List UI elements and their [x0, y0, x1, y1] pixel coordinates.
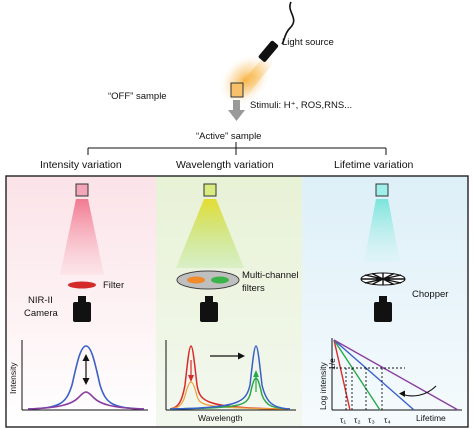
filter-label: Filter [103, 280, 124, 291]
red-peak-curve [169, 345, 291, 410]
tau1-label: τ₁ [340, 415, 346, 425]
lifetime-title: Lifetime variation [334, 159, 414, 171]
branch-connector [87, 142, 387, 155]
red-filter-icon [68, 281, 96, 289]
intensity-sample [75, 183, 89, 197]
wavelength-sample [203, 183, 217, 197]
low-intensity-curve [27, 391, 145, 410]
wavelength-xlabel: Wavelength [198, 413, 243, 423]
tau2-decay [333, 339, 381, 411]
lifetime-beam [364, 199, 400, 262]
chopper-icon [360, 272, 406, 286]
intensity-title: Intensity variation [40, 159, 122, 171]
active-sample-label: “Active” sample [196, 131, 261, 142]
intensity-chart [21, 340, 148, 411]
intensity-beam [60, 199, 104, 275]
stimuli-arrow [228, 100, 245, 121]
wavelength-camera-icon [200, 296, 218, 322]
light-source-label: Light source [282, 37, 334, 48]
lifetime-ylabel-line2: 1/e [327, 358, 337, 370]
camera-label-line2: Camera [24, 308, 59, 319]
wavelength-title: Wavelength variation [176, 159, 274, 171]
lifetime-chart [331, 338, 462, 412]
wavelength-beam [176, 199, 244, 268]
filters-label-line1: Multi-channel [242, 270, 299, 281]
panels-frame [5, 175, 469, 428]
stimuli-label: Stimuli: H⁺, ROS,RNS... [250, 100, 352, 111]
off-sample-icon [230, 82, 244, 98]
tau3-decay [333, 339, 415, 411]
orange-peak-curve [169, 381, 291, 410]
blue-peak-curve [169, 345, 291, 410]
chopper-label: Chopper [412, 289, 448, 300]
tau4-decay [333, 339, 459, 411]
lifetime-ylabel-line1: Log intensity [318, 362, 328, 410]
tau3-label: τ₃ [368, 415, 375, 425]
lifetime-sample [375, 183, 389, 197]
lifetime-camera-icon [374, 296, 392, 322]
wavelength-panel [156, 176, 302, 427]
off-sample-label: “OFF” sample [108, 91, 167, 102]
tau1-decay [333, 339, 351, 411]
camera-icon [73, 296, 91, 322]
high-intensity-curve [27, 345, 145, 410]
camera-label-line1: NIR-II [28, 295, 53, 306]
tau2-label: τ₂ [354, 415, 361, 425]
filters-label-line2: filters [242, 283, 265, 294]
intensity-ylabel: Intensity [8, 362, 18, 394]
lifetime-xlabel: Lifetime [416, 413, 446, 423]
wavelength-chart [165, 340, 296, 411]
tau4-label: τ₄ [384, 415, 391, 425]
multi-channel-filter-icon [176, 270, 240, 290]
